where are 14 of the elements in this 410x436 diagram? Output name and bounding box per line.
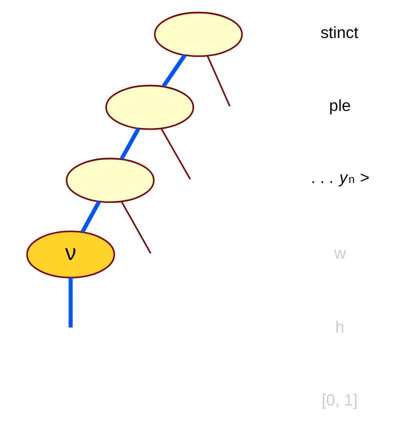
connector <box>80 200 100 234</box>
connector <box>119 128 140 160</box>
node-ellipse <box>154 12 242 57</box>
connector <box>206 56 230 107</box>
node-ellipse <box>65 158 154 203</box>
node-ellipse <box>104 84 194 130</box>
label: stinct <box>320 24 358 42</box>
connector <box>68 278 72 328</box>
label: . . . yn > <box>310 169 370 188</box>
label: ple <box>328 97 350 116</box>
node-ellipse: ν <box>26 230 114 278</box>
connector <box>120 201 151 254</box>
connector <box>160 128 190 180</box>
connector <box>161 54 186 88</box>
